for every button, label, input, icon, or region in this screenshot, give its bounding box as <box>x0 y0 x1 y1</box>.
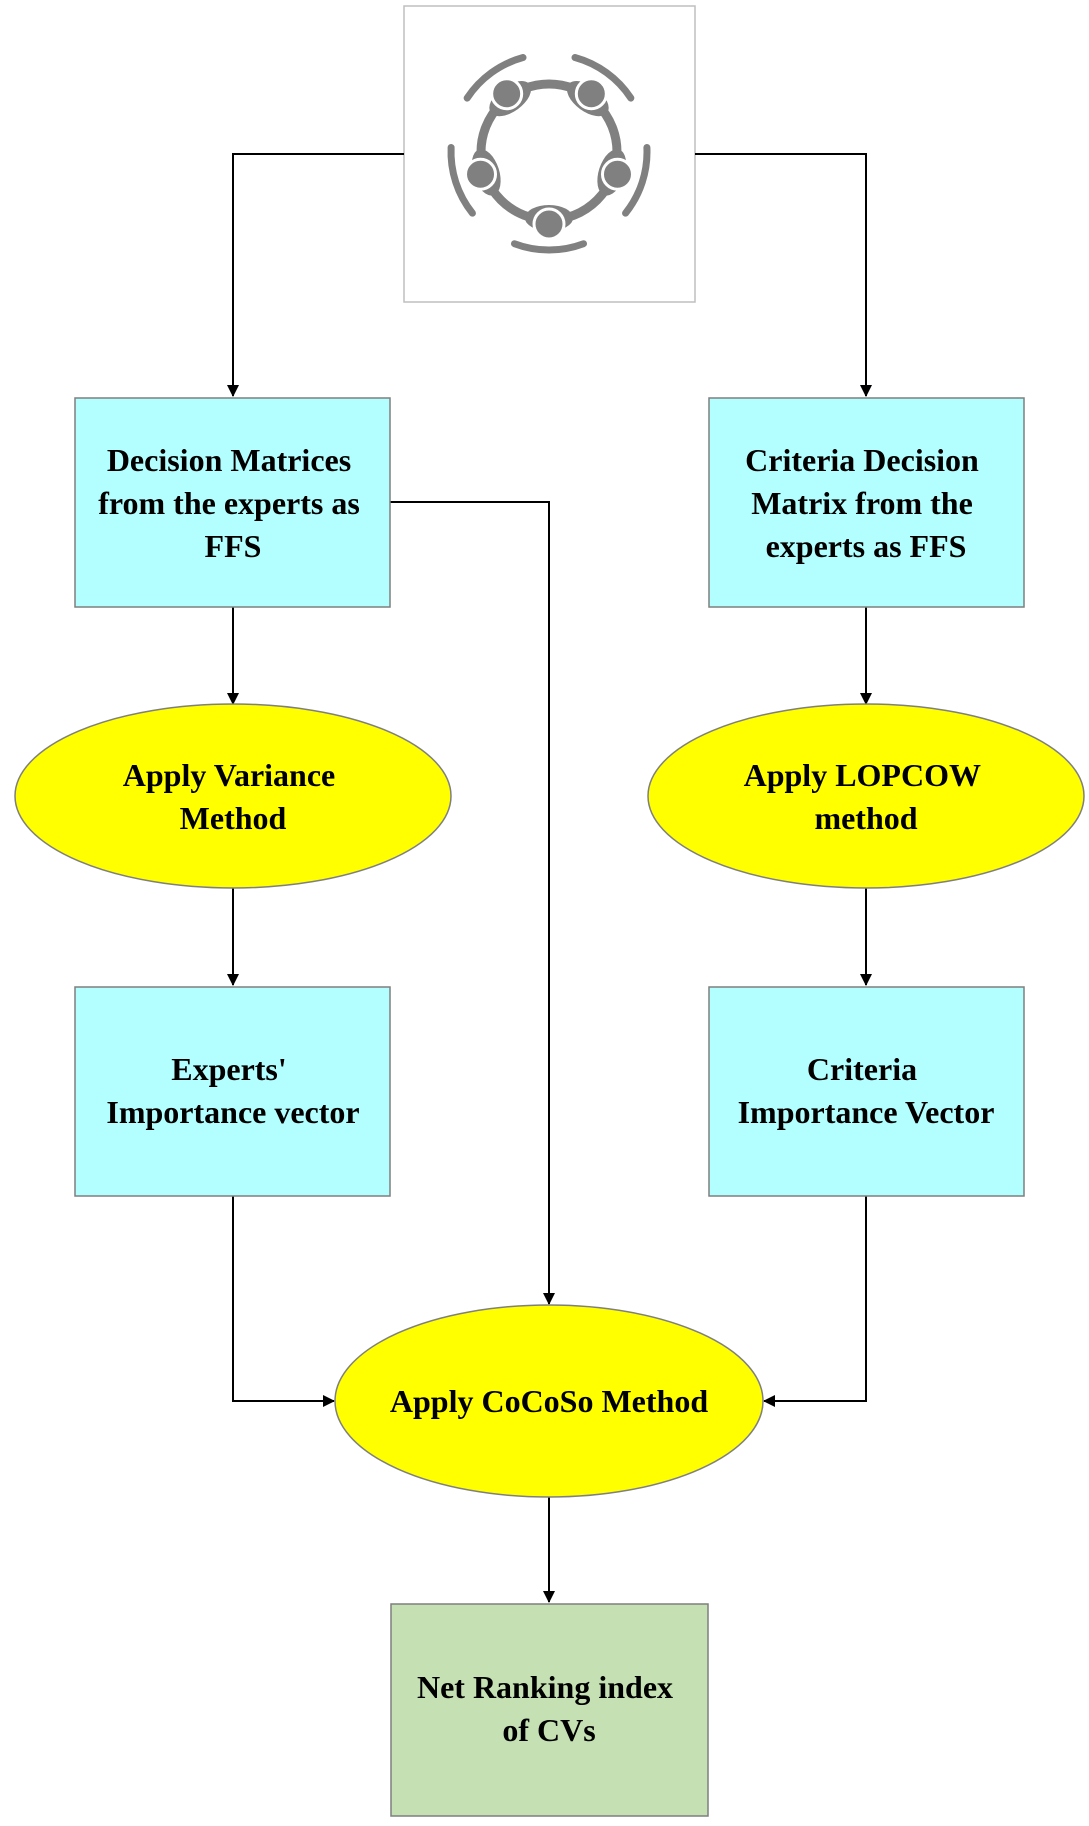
node-label: Apply LOPCOW method <box>744 757 989 836</box>
team-meeting-icon <box>447 54 651 254</box>
node-label: Net Ranking index of CVs <box>417 1669 681 1748</box>
apply-variance-ellipse: Apply Variance Method <box>14 703 452 889</box>
person-figure <box>510 205 588 254</box>
connectors <box>227 153 872 1603</box>
connector-criteria-importance-to-cocoso <box>763 1196 867 1407</box>
apply-cocoso-ellipse: Apply CoCoSo Method <box>334 1304 764 1498</box>
person-figure <box>597 144 651 217</box>
connector-icon-to-criteria-matrix <box>695 153 872 397</box>
net-ranking-box: Net Ranking index of CVs <box>390 1603 709 1817</box>
connector-decision-to-cocoso <box>390 501 555 1305</box>
criteria-importance-box: Criteria Importance Vector <box>708 986 1025 1197</box>
node-label: Experts' Importance vector <box>106 1051 359 1130</box>
node-label: Decision Matrices from the experts as FF… <box>98 442 368 564</box>
node-label: Apply Variance Method <box>123 757 343 836</box>
criteria-decision-matrix-box: Criteria Decision Matrix from the expert… <box>708 397 1025 608</box>
person-figure <box>566 54 635 117</box>
node-label: Criteria Importance Vector <box>738 1051 995 1130</box>
experts-importance-box: Experts' Importance vector <box>74 986 391 1197</box>
node-label: Criteria Decision Matrix from the expert… <box>745 442 987 564</box>
connector-experts-to-cocoso <box>232 1196 335 1407</box>
apply-lopcow-ellipse: Apply LOPCOW method <box>647 703 1085 889</box>
connector-icon-to-decision-matrices <box>227 153 404 397</box>
team-icon-box <box>403 5 696 303</box>
node-label: Apply CoCoSo Method <box>390 1383 708 1419</box>
person-figure <box>463 54 532 117</box>
decision-matrices-box: Decision Matrices from the experts as FF… <box>74 397 391 608</box>
person-figure <box>447 144 501 217</box>
